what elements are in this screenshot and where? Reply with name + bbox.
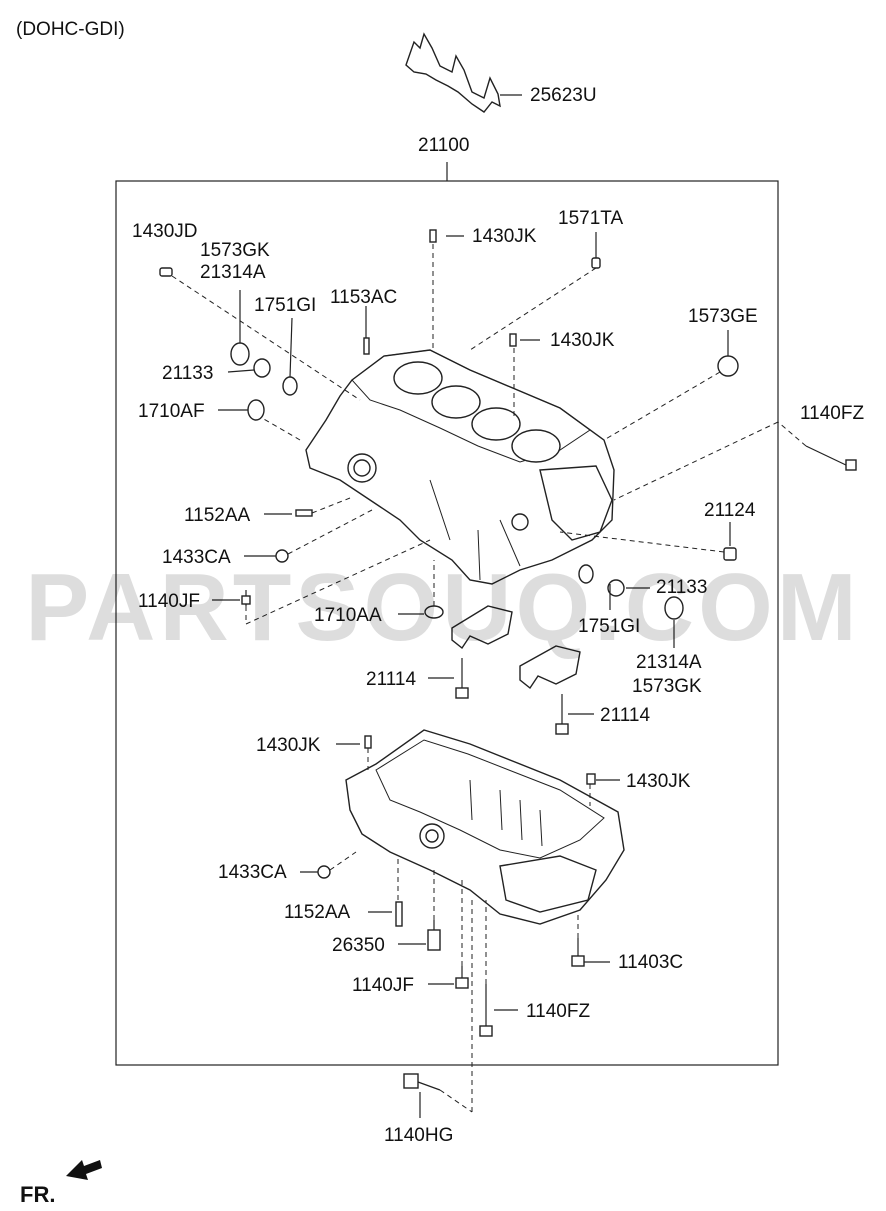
label-26350[interactable]: 26350	[332, 935, 385, 956]
plug-21133-left[interactable]	[253, 358, 271, 378]
plug-1573GK-21314A-top[interactable]	[230, 342, 250, 366]
label-1152AA-lower[interactable]: 1152AA	[284, 902, 351, 923]
plug-1433CA-upper[interactable]	[275, 549, 289, 563]
seal-1751GI-top[interactable]	[282, 376, 298, 396]
label-21114-right[interactable]: 21114	[600, 705, 651, 726]
dowel-1430JK-d[interactable]	[586, 773, 596, 785]
bolt-21114-left[interactable]	[455, 658, 469, 699]
label-1751GI-top[interactable]: 1751GI	[254, 295, 317, 316]
assembly-lines	[171, 244, 807, 1113]
label-1153AC[interactable]: 1153AC	[330, 287, 398, 308]
label-1571TA[interactable]: 1571TA	[558, 208, 624, 229]
bolt-1152AA-upper[interactable]	[295, 509, 313, 517]
plug-1573GE[interactable]	[717, 355, 739, 377]
label-21133-right[interactable]: 21133	[656, 577, 708, 598]
bolt-1140HG[interactable]	[403, 1073, 441, 1091]
oring-1710AF[interactable]	[247, 399, 265, 421]
bolt-1140JF-upper[interactable]	[241, 590, 251, 606]
label-1433CA-upper[interactable]: 1433CA	[162, 547, 231, 568]
label-1573GK-bottom[interactable]: 1573GK	[632, 676, 702, 697]
oring-1710AA[interactable]	[424, 605, 444, 619]
stud-1153AC[interactable]	[363, 337, 370, 355]
label-1152AA-upper[interactable]: 1152AA	[184, 505, 251, 526]
label-21114-left[interactable]: 21114	[366, 669, 417, 690]
label-1710AA[interactable]: 1710AA	[314, 605, 382, 626]
label-1140FZ-lower[interactable]: 1140FZ	[526, 1001, 591, 1022]
bolt-1152AA-lower[interactable]	[395, 901, 403, 927]
label-25623U[interactable]: 25623U	[530, 85, 597, 106]
label-11403C[interactable]: 11403C	[618, 952, 684, 973]
label-1430JK-d[interactable]: 1430JK	[626, 771, 691, 792]
label-1140FZ-right[interactable]: 1140FZ	[800, 403, 865, 424]
assembly-frame	[115, 180, 779, 1066]
dowel-1571TA[interactable]	[591, 257, 601, 269]
leader-lines	[212, 232, 731, 1118]
label-1140JF-lower[interactable]: 1140JF	[352, 975, 414, 996]
label-1573GK-top[interactable]: 1573GK	[200, 240, 270, 261]
main-bearing-cap-2[interactable]	[519, 645, 581, 690]
bolt-11403C[interactable]	[571, 938, 585, 967]
dowel-21124[interactable]	[723, 547, 737, 561]
cylinder-block[interactable]	[305, 349, 615, 585]
label-1140JF-upper[interactable]: 1140JF	[138, 591, 200, 612]
sensor-26350[interactable]	[427, 920, 441, 951]
label-21133-left[interactable]: 21133	[162, 363, 214, 384]
label-1430JK-c[interactable]: 1430JK	[256, 735, 321, 756]
dowel-1430JD[interactable]	[159, 267, 173, 277]
label-1751GI-bottom[interactable]: 1751GI	[578, 616, 641, 637]
dowel-1430JK-b[interactable]	[509, 333, 517, 347]
label-1140HG[interactable]: 1140HG	[384, 1125, 454, 1146]
label-21124[interactable]: 21124	[704, 500, 756, 521]
label-1430JD[interactable]: 1430JD	[132, 221, 198, 242]
label-1430JK-a[interactable]: 1430JK	[472, 226, 537, 247]
label-1430JK-b[interactable]: 1430JK	[550, 330, 615, 351]
assembly-label[interactable]: 21100	[418, 135, 470, 156]
main-bearing-cap-1[interactable]	[451, 605, 513, 650]
label-1433CA-lower[interactable]: 1433CA	[218, 862, 287, 883]
label-1573GE[interactable]: 1573GE	[688, 306, 758, 327]
seal-1751GI-bottom[interactable]	[578, 564, 594, 584]
bracket-25623U[interactable]	[405, 32, 522, 113]
label-1710AF[interactable]: 1710AF	[138, 401, 205, 422]
plug-21133-right[interactable]	[607, 579, 625, 597]
plug-21314A-1573GK-bottom[interactable]	[664, 596, 684, 620]
plug-1433CA-lower[interactable]	[317, 865, 331, 879]
lower-crankcase[interactable]	[345, 729, 625, 925]
variant-label: (DOHC-GDI)	[16, 19, 125, 40]
front-label: FR.	[20, 1182, 56, 1207]
label-21314A-bottom[interactable]: 21314A	[636, 652, 702, 673]
bolt-1140JF-lower[interactable]	[455, 966, 469, 989]
bolt-21114-right[interactable]	[555, 694, 569, 735]
front-arrow-icon	[66, 1160, 102, 1180]
dowel-1430JK-c[interactable]	[364, 735, 372, 749]
bolt-1140FZ-right[interactable]	[805, 445, 857, 471]
label-21314A-top[interactable]: 21314A	[200, 262, 266, 283]
bolt-1140FZ-lower[interactable]	[479, 984, 493, 1037]
dowel-1430JK-a[interactable]	[429, 229, 437, 243]
